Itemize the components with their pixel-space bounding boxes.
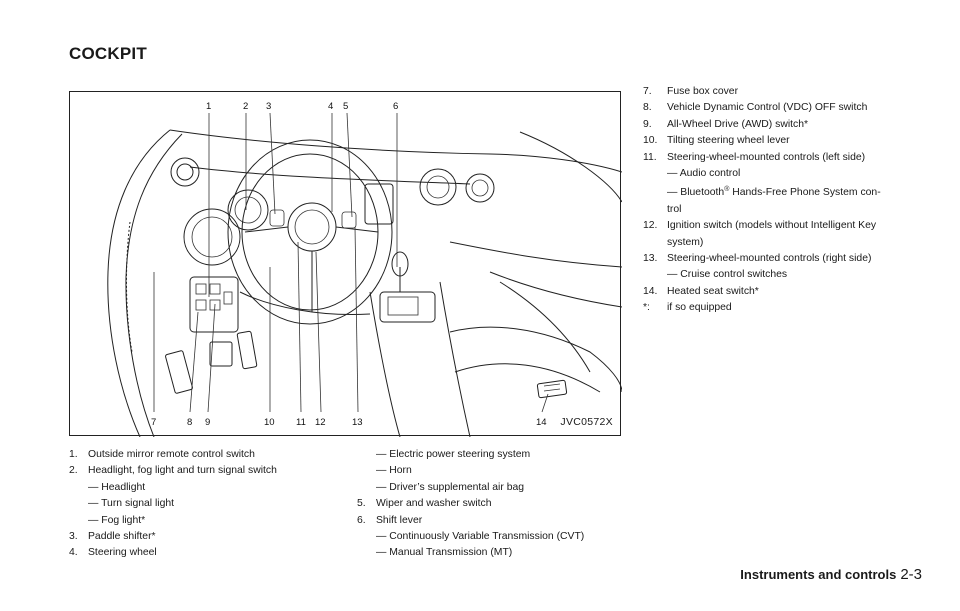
list-item-number: 9.	[643, 118, 652, 130]
list-item: 11. Steering-wheel-mounted controls (left…	[643, 150, 933, 166]
footer-section: Instruments and controls	[740, 567, 897, 582]
callout-4: 4	[328, 101, 333, 112]
list-item: 9. All-Wheel Drive (AWD) switch*	[643, 117, 933, 133]
list-item-text: Outside mirror remote control switch	[88, 449, 255, 460]
list-item: 1. Outside mirror remote control switch	[69, 447, 339, 463]
callout-1: 1	[206, 101, 211, 112]
callout-13: 13	[352, 417, 363, 428]
list-item: 13. Steering-wheel-mounted controls (righ…	[643, 251, 933, 267]
list-subitem: — Turn signal light	[88, 498, 175, 510]
list-item-text: Fuse box cover	[667, 86, 739, 97]
list-item: 8. Vehicle Dynamic Control (VDC) OFF swit…	[643, 100, 933, 116]
list-item-text: Steering-wheel-mounted controls (left si…	[667, 151, 866, 163]
list-subitem: — Cruise control switches	[667, 269, 788, 281]
list-subitem: — Manual Transmission (MT)	[376, 547, 513, 559]
list-subitem: — Driver’s supplemental air bag	[376, 481, 525, 493]
list-item: 10. Tilting steering wheel lever	[643, 133, 933, 149]
list-item-number: 11.	[643, 151, 657, 163]
legend-column-right: 7. Fuse box cover 8. Vehicle Dynamic Contro…	[643, 84, 933, 317]
list-subitem-text: Hands-Free Phone System con-	[729, 187, 881, 199]
callout-8: 8	[187, 417, 192, 428]
list-item-number: 10.	[643, 135, 658, 147]
list-item: 2. Headlight, fog light and turn signal s…	[69, 463, 339, 479]
list-item: 12. Ignition switch (models without Intel…	[643, 218, 933, 234]
list-subitem: — Headlight	[88, 481, 146, 493]
list-subitem: — Audio control	[667, 168, 741, 180]
list-item: 5. Wiper and washer switch	[357, 496, 627, 512]
list-item-continuation: trol	[667, 203, 682, 215]
callout-14: 14	[536, 417, 547, 428]
list-item-number: 8.	[643, 102, 652, 114]
list-item-text: Steering wheel	[88, 547, 157, 559]
list-item-text: if so equipped	[667, 302, 732, 314]
list-subitem: — Fog light*	[88, 514, 146, 526]
callout-6: 6	[393, 101, 398, 112]
legend-column-middle: — Electric power steering system — Horn — …	[357, 447, 627, 562]
cockpit-illustration: 1 2 3 4 5 6 7 8 9 10 11 12 13 14	[107, 101, 622, 437]
list-item: 14. Heated seat switch*	[643, 284, 933, 300]
list-subitem: — Electric power steering system	[376, 449, 531, 460]
list-item-number: 14.	[643, 285, 658, 297]
list-item-number: *:	[643, 302, 650, 314]
cockpit-figure: 1 2 3 4 5 6 7 8 9 10 11 12 13 14 JVC0572…	[69, 91, 622, 437]
list-subitem: — Horn	[376, 465, 412, 477]
list-item-text: Steering-wheel-mounted controls (right s…	[667, 253, 872, 265]
callout-5: 5	[343, 101, 348, 112]
list-subitem: — Bluetooth® Hands-Free Phone System con…	[643, 182, 933, 201]
list-item-text: All-Wheel Drive (AWD) switch*	[667, 118, 809, 130]
list-item-text: Heated seat switch*	[667, 285, 759, 297]
list-item-number: 1.	[69, 449, 78, 460]
callout-11: 11	[296, 417, 306, 428]
list-item-continuation: system)	[667, 236, 704, 248]
list-item-text: Shift lever	[376, 514, 423, 526]
callout-10: 10	[264, 417, 275, 428]
list-item-number: 12.	[643, 220, 658, 232]
page-heading: COCKPIT	[69, 44, 147, 63]
list-item-text: Vehicle Dynamic Control (VDC) OFF switch	[667, 102, 868, 114]
registered-mark: ®	[724, 186, 730, 194]
list-subitem-text: — Bluetooth	[667, 187, 725, 199]
list-item-text: Headlight, fog light and turn signal swi…	[88, 465, 277, 477]
list-item: 3. Paddle shifter*	[69, 529, 339, 545]
callout-3: 3	[266, 101, 271, 112]
callout-2: 2	[243, 101, 248, 112]
list-item-text: Tilting steering wheel lever	[667, 135, 790, 147]
list-item-text: Paddle shifter*	[88, 531, 156, 543]
list-item: 7. Fuse box cover	[643, 84, 933, 100]
callout-7: 7	[151, 417, 156, 428]
list-item-number: 2.	[69, 465, 78, 477]
list-item-text: Ignition switch (models without Intellig…	[667, 220, 877, 232]
callout-9: 9	[205, 417, 210, 428]
list-item-number: 7.	[643, 86, 652, 97]
page-number: 2-3	[900, 566, 922, 583]
figure-id: JVC0572X	[560, 416, 613, 428]
list-item: 4. Steering wheel	[69, 545, 339, 561]
list-item-number: 4.	[69, 547, 78, 559]
list-item-text: Wiper and washer switch	[376, 498, 492, 510]
callout-12: 12	[315, 417, 326, 428]
list-item: *: if so equipped	[643, 300, 933, 316]
list-item-number: 6.	[357, 514, 366, 526]
list-item-number: 3.	[69, 531, 78, 543]
list-item-number: 5.	[357, 498, 366, 510]
list-subitem: — Continuously Variable Transmission (CV…	[376, 531, 585, 543]
legend-column-left: 1. Outside mirror remote control switch 2.…	[69, 447, 339, 562]
list-item: 6. Shift lever	[357, 513, 627, 529]
list-item-number: 13.	[643, 253, 658, 265]
